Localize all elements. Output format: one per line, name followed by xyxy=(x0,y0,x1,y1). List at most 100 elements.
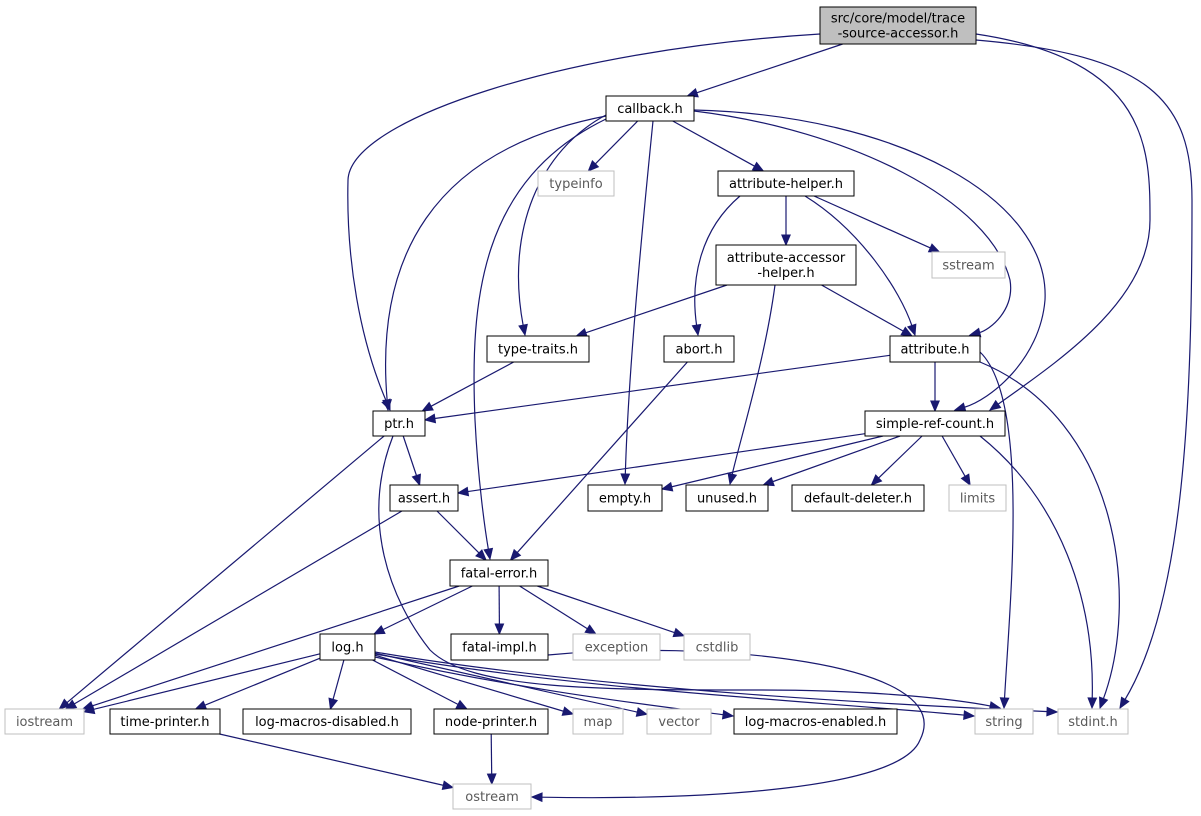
edge-line xyxy=(695,43,843,94)
node-attracc[interactable]: attribute-accessor-helper.h xyxy=(715,244,857,286)
edge-root-to-simpleref xyxy=(975,33,1151,411)
node-box xyxy=(450,633,549,661)
edge-abort-to-fatalerror xyxy=(509,361,688,561)
edge-arrowhead xyxy=(691,323,702,337)
node-box xyxy=(1057,708,1129,735)
edge-line xyxy=(516,361,688,554)
node-label: ostream xyxy=(465,790,519,805)
node-label: iostream xyxy=(16,715,73,730)
node-box xyxy=(486,335,590,363)
edge-attribute-to-stdint xyxy=(979,361,1120,710)
node-label: sstream xyxy=(942,259,994,274)
edge-attracc-to-unused xyxy=(727,284,776,486)
node-cstdlib[interactable]: cstdlib xyxy=(683,633,751,661)
node-attrhelper[interactable]: attribute-helper.h xyxy=(717,170,855,197)
edge-arrowhead xyxy=(620,473,631,486)
edge-line xyxy=(347,33,821,402)
node-nodeprinter[interactable]: node-printer.h xyxy=(433,708,549,735)
node-abort[interactable]: abort.h xyxy=(663,335,735,363)
edge-arrowhead xyxy=(727,472,738,486)
edge-line xyxy=(804,195,913,327)
node-label: time-printer.h xyxy=(120,715,209,730)
node-empty[interactable]: empty.h xyxy=(587,484,663,512)
node-attribute[interactable]: attribute.h xyxy=(889,335,981,363)
edge-line xyxy=(73,510,403,705)
node-box xyxy=(605,95,695,122)
node-root[interactable]: src/core/model/trace-source-accessor.h xyxy=(819,6,977,45)
edge-log-to-iostream xyxy=(82,653,321,715)
node-logmacdis[interactable]: log-macros-disabled.h xyxy=(242,708,412,735)
node-ptr[interactable]: ptr.h xyxy=(372,410,426,437)
node-typeinfo[interactable]: typeinfo xyxy=(537,170,615,197)
node-string[interactable]: string xyxy=(974,708,1034,735)
edge-arrowhead xyxy=(906,323,917,337)
node-logmacen[interactable]: log-macros-enabled.h xyxy=(733,708,898,735)
node-simpleref[interactable]: simple-ref-count.h xyxy=(864,410,1006,437)
edge-log-to-stdint xyxy=(374,651,1059,717)
edge-line xyxy=(430,361,514,408)
node-vector[interactable]: vector xyxy=(646,708,712,735)
edge-line xyxy=(975,33,1151,406)
edge-line xyxy=(91,585,460,707)
edge-line xyxy=(594,120,639,166)
edge-arrowhead xyxy=(486,773,497,786)
edge-ptr-to-iostream xyxy=(58,435,385,710)
edge-line xyxy=(384,115,607,402)
edge-line xyxy=(771,435,901,483)
edge-line xyxy=(378,435,992,707)
edge-simpleref-to-stdint xyxy=(979,435,1098,710)
node-box xyxy=(646,708,712,735)
node-box xyxy=(974,708,1034,735)
edge-callback-to-typetraits xyxy=(517,114,607,337)
node-box xyxy=(572,708,624,735)
edge-arrowhead xyxy=(927,243,941,253)
edge-arrowhead xyxy=(518,323,528,337)
node-defdel[interactable]: default-deleter.h xyxy=(791,484,925,512)
node-limits[interactable]: limits xyxy=(948,484,1007,512)
edge-line xyxy=(490,733,493,776)
edge-line xyxy=(584,284,728,334)
node-assert[interactable]: assert.h xyxy=(389,484,459,512)
node-label: src/core/model/trace xyxy=(831,12,965,27)
node-fatalimpl[interactable]: fatal-impl.h xyxy=(450,633,549,661)
node-callback[interactable]: callback.h xyxy=(605,95,695,122)
node-ostream[interactable]: ostream xyxy=(452,783,532,810)
edge-line xyxy=(624,120,654,476)
edge-arrowhead xyxy=(494,623,505,636)
node-typetraits[interactable]: type-traits.h xyxy=(486,335,590,363)
edge-arrowhead xyxy=(660,481,674,492)
node-iostream[interactable]: iostream xyxy=(4,708,85,735)
edge-attribute-to-ptr xyxy=(423,354,891,424)
edge-arrowhead xyxy=(423,413,437,424)
edge-line xyxy=(813,195,932,249)
edge-line xyxy=(203,657,321,707)
node-timeprinter[interactable]: time-printer.h xyxy=(109,708,221,735)
edge-line xyxy=(694,195,741,327)
node-box xyxy=(449,559,549,587)
node-unused[interactable]: unused.h xyxy=(685,484,769,512)
node-box xyxy=(587,484,663,512)
edge-line xyxy=(979,351,1014,700)
node-box xyxy=(372,410,426,437)
node-log[interactable]: log.h xyxy=(319,633,376,661)
edge-callback-to-attribute xyxy=(693,110,1012,338)
node-box xyxy=(433,708,549,735)
node-stdint[interactable]: stdint.h xyxy=(1057,708,1129,735)
edge-line xyxy=(975,39,1193,701)
edge-arrowhead xyxy=(64,699,78,710)
edge-attracc-to-typetraits xyxy=(575,284,728,338)
node-fatalerror[interactable]: fatal-error.h xyxy=(449,559,549,587)
node-exception[interactable]: exception xyxy=(572,633,661,661)
edge-line xyxy=(670,435,884,488)
edge-line xyxy=(466,433,866,493)
edge-arrowhead xyxy=(953,402,967,412)
edge-arrowhead xyxy=(672,627,686,638)
edge-assert-to-fatalerror xyxy=(436,510,487,561)
node-box xyxy=(319,633,376,661)
node-map[interactable]: map xyxy=(572,708,624,735)
node-label: vector xyxy=(658,715,700,730)
edge-arrowhead xyxy=(999,697,1010,710)
edge-simpleref-to-limits xyxy=(941,435,971,487)
node-box xyxy=(948,484,1007,512)
node-sstream[interactable]: sstream xyxy=(931,251,1006,279)
